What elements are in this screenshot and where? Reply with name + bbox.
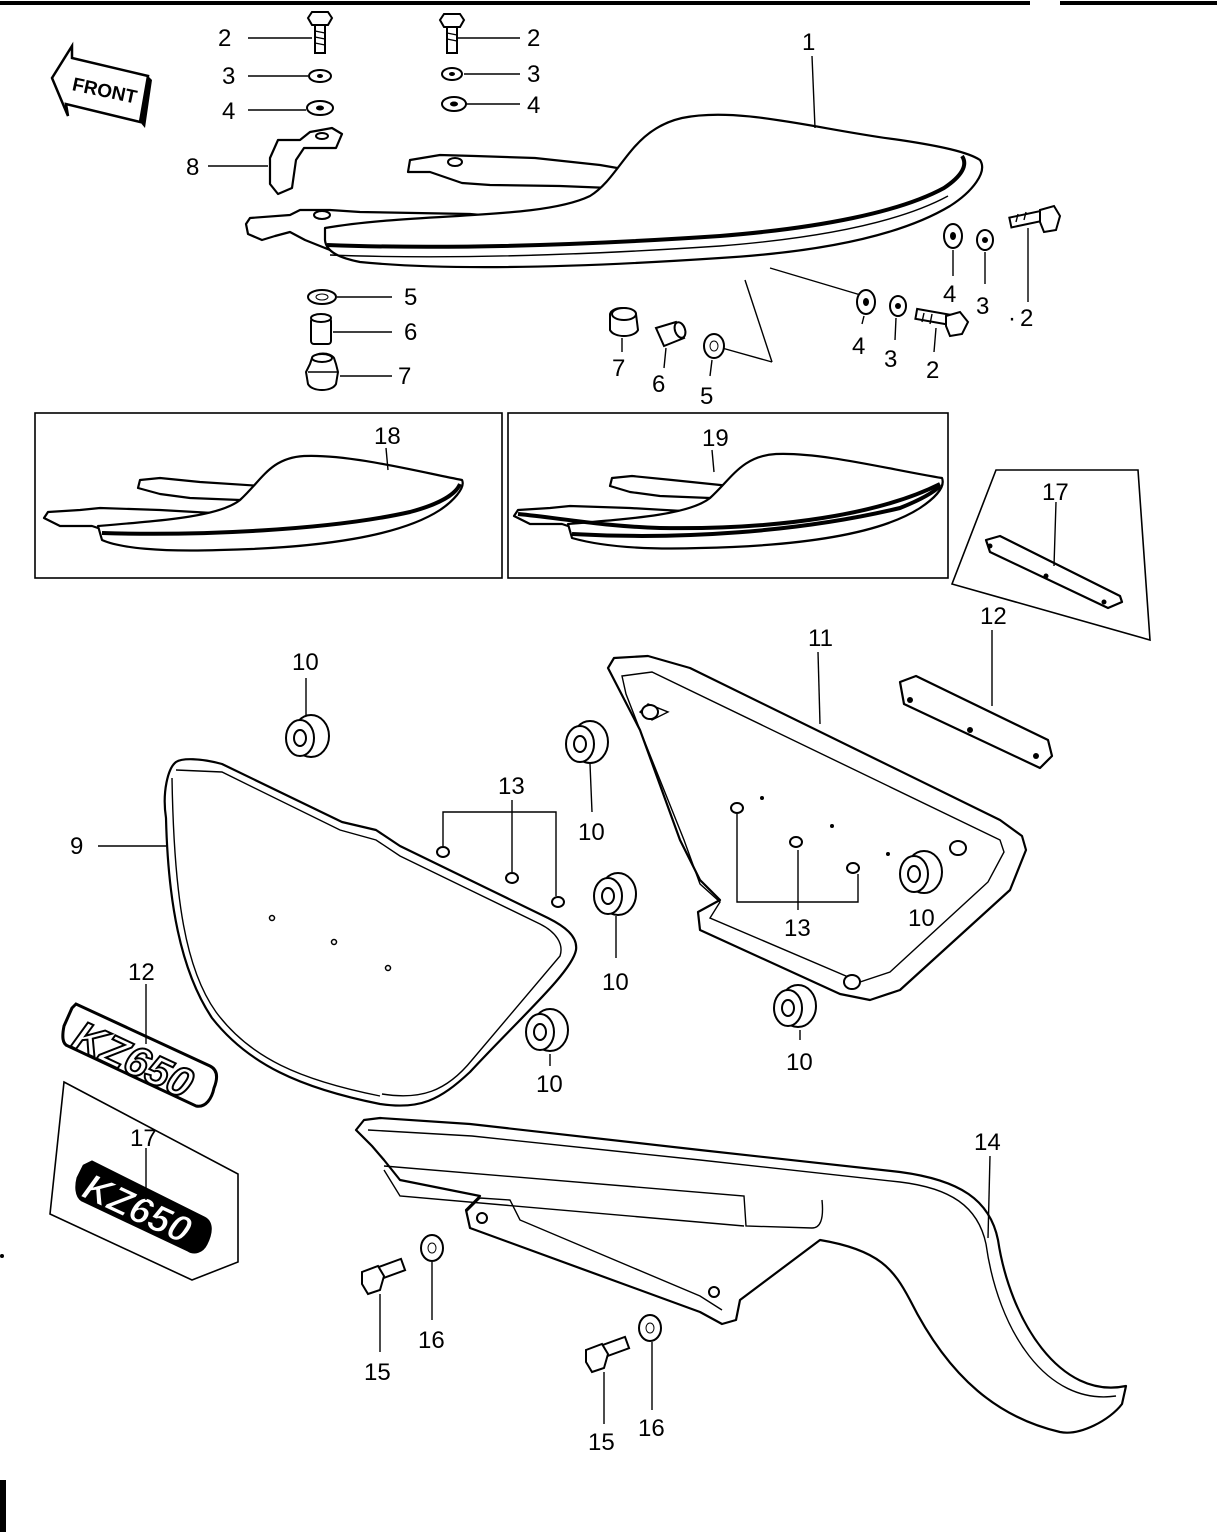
callout-17-a: 17 [1042,479,1069,506]
callout-2-c: 2 [1020,305,1033,332]
callout-3-b: 3 [527,61,540,88]
washer-3-left: 3 [222,63,332,90]
collar-6-mid: 6 [652,320,687,398]
callout-17-b: 17 [130,1125,157,1152]
grommet-10-top: 10 [285,649,330,758]
washer-4-left: 4 [222,98,334,125]
callout-15-a: 15 [364,1359,391,1386]
callout-10-a: 10 [292,649,319,676]
grommet-10-mid-upper: 10 [565,720,609,846]
bolt-2-left: 2 [218,11,334,54]
washer-16-right: 16 [638,1314,665,1442]
callout-2-a: 2 [218,25,231,52]
bolt-15-left: 15 [361,1257,407,1386]
grommet-7-mid: 7 [609,307,640,382]
callout-12-b: 12 [128,959,155,986]
side-cover-part-9: 9 [70,758,578,1107]
callout-14: 14 [974,1129,1001,1156]
callout-6-a: 6 [404,319,417,346]
callout-10-f: 10 [536,1071,563,1098]
seat-18-frame [34,412,503,579]
grommet-10-lower-right: 10 [773,984,817,1076]
bolt-2-right-lower: 2 [914,307,970,384]
svg-text:·: · [1008,305,1016,332]
emblem-17-right-group: 17 [950,469,1151,642]
callout-10-b: 10 [578,819,605,846]
callout-3-a: 3 [222,63,235,90]
bolt-2-mid: 2 [438,13,540,54]
bolt-2-right-upper: 2 · [1008,204,1062,332]
collar-6-left: 6 [310,313,417,346]
grommet-10-lower-left: 10 [525,1008,569,1098]
side-cover-part-11: 11 [606,625,1028,1002]
callout-2-b: 2 [527,25,540,52]
callout-16-b: 16 [638,1415,665,1442]
edge-mark [0,1254,4,1258]
grommet-7-left: 7 [304,352,411,391]
callout-line-1 [811,55,816,129]
nut-13-right-group: 13 [736,814,859,942]
emblem-17-text: KZ650 [76,1166,197,1252]
seat-19-frame [507,412,949,579]
bracket-8: 8 [186,126,344,196]
callout-12-a: 12 [980,603,1007,630]
chain-cover-part-14: 14 [354,1116,1128,1434]
callout-9: 9 [70,833,83,860]
callout-2-d: 2 [926,357,939,384]
front-arrow-icon: FRONT [50,41,152,128]
nut-13-left-group: 13 [436,773,565,908]
grommet-10-mid-lower: 10 [593,872,637,996]
callout-1: 1 [802,29,815,56]
callout-3-c: 3 [976,293,989,320]
leader-seat-lower [744,279,773,363]
callout-7-b: 7 [612,355,625,382]
callout-4-a: 4 [222,98,235,125]
callout-16-a: 16 [418,1327,445,1354]
seat-part-18: 18 [42,423,464,552]
callout-5-b: 5 [700,383,713,410]
callout-13-a: 13 [498,773,525,800]
callout-8: 8 [186,154,199,181]
callout-6-b: 6 [652,371,665,398]
callout-5-a: 5 [404,284,417,311]
callout-4-c: 4 [943,281,956,308]
callout-7-a: 7 [398,363,411,390]
callout-4-b: 4 [527,92,540,119]
callout-15-b: 15 [588,1429,615,1456]
callout-10-e: 10 [786,1049,813,1076]
callout-13-b: 13 [784,915,811,942]
washer-4-right-upper: 4 [943,223,963,308]
emblem-17-left-group: KZ650 17 [49,1080,239,1281]
washer-3-mid: 3 [441,61,540,88]
washer-3-right-lower: 3 [884,295,907,373]
callout-10-c: 10 [602,969,629,996]
seat-part-1: 1 [244,29,984,363]
washer-4-mid: 4 [441,92,540,119]
washer-4-right-lower: 4 [852,289,876,360]
callout-3-d: 3 [884,346,897,373]
callout-19: 19 [702,425,729,452]
callout-10-d: 10 [908,905,935,932]
washer-5-mid: 5 [700,333,725,410]
seat-part-19: 19 [512,425,944,550]
grommet-10-right: 10 [899,850,943,932]
washer-5-left: 5 [307,284,417,311]
callout-11: 11 [808,625,833,652]
bottom-left-mark [0,1480,6,1532]
emblem-12-right-group: 12 [898,603,1054,770]
callout-18: 18 [374,423,401,450]
washer-3-right-upper: 3 [976,229,994,320]
bolt-15-right: 15 [585,1335,631,1456]
washer-16-left: 16 [418,1234,445,1354]
callout-4-d: 4 [852,333,865,360]
